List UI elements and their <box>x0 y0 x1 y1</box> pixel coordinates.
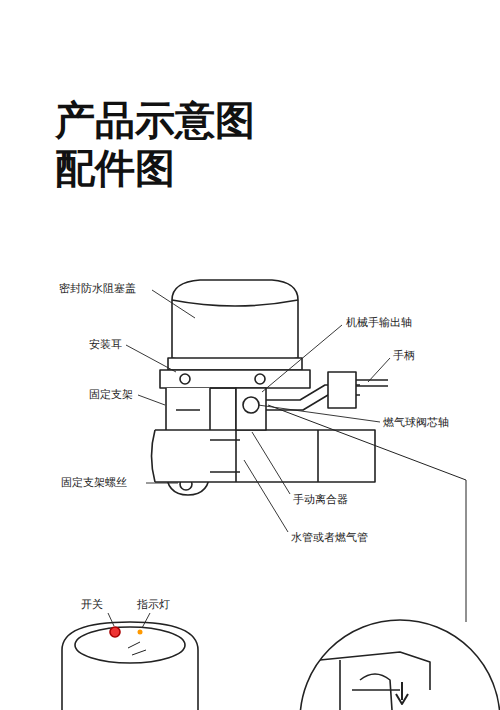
part-label: 燃气球阀芯轴 <box>382 416 450 429</box>
part-label: 密封防水阻塞盖 <box>58 282 137 295</box>
part-label: 手动离合器 <box>292 493 349 506</box>
part-label: 指示灯 <box>136 598 171 611</box>
part-label: 手柄 <box>392 349 416 362</box>
part-label: 固定支架 <box>88 388 134 401</box>
part-label: 固定支架螺丝 <box>60 476 128 489</box>
part-label: 水管或者燃气管 <box>290 531 369 544</box>
part-label: 安装耳 <box>88 338 123 351</box>
part-label: 机械手输出轴 <box>345 316 413 329</box>
part-label: 开关 <box>80 598 104 611</box>
page-title: 产品示意图 配件图 <box>55 96 270 192</box>
